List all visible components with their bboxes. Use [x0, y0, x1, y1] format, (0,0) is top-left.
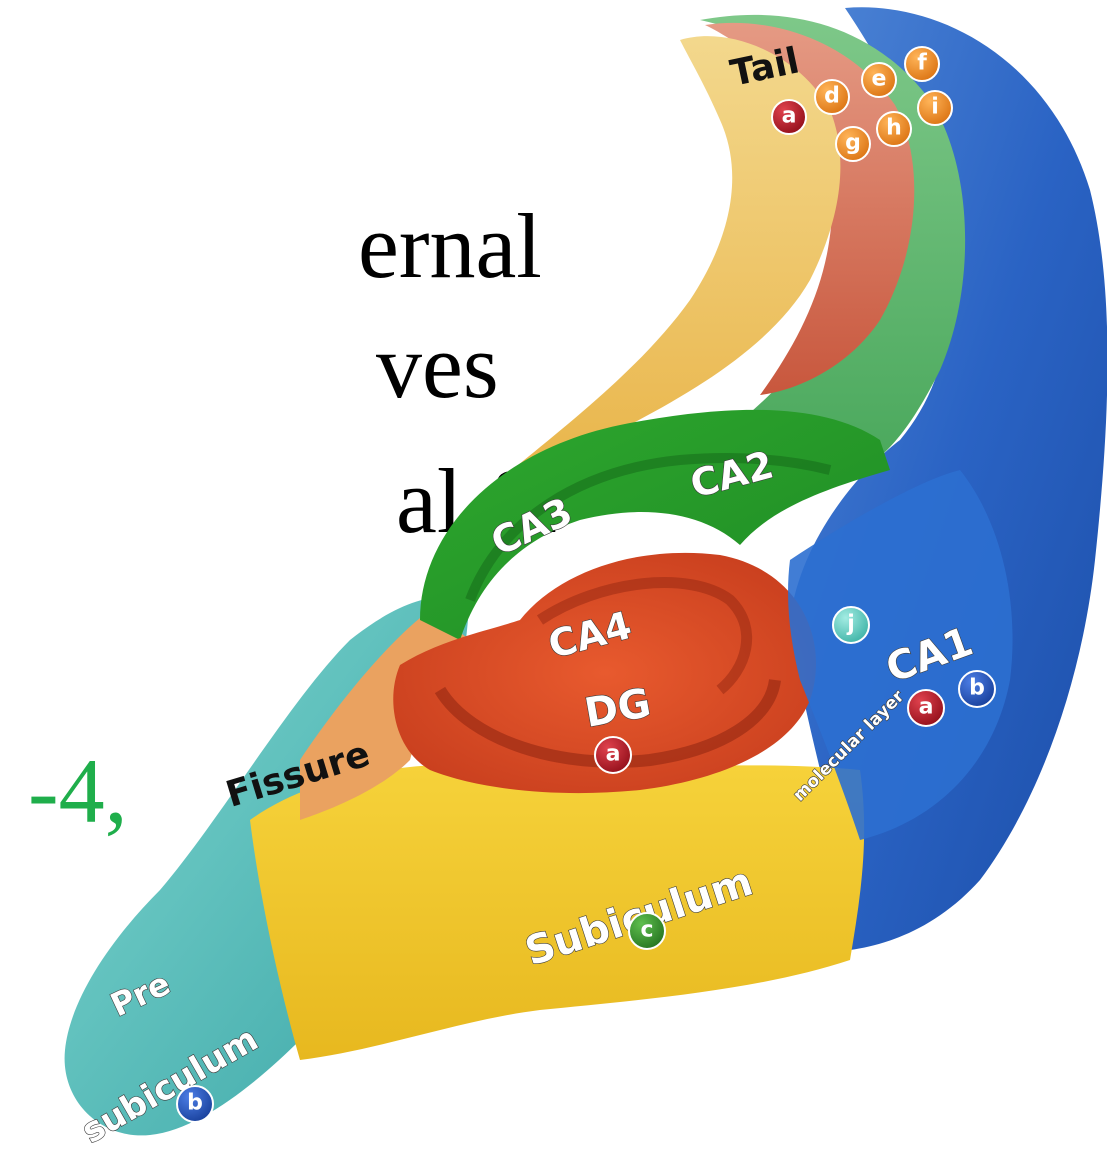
badge-tail-g: g — [836, 127, 870, 161]
badge-tail-e: e — [862, 63, 896, 97]
svg-text:a: a — [919, 695, 934, 720]
svg-text:a: a — [782, 104, 797, 129]
badge-dg-a: a — [595, 737, 631, 773]
svg-text:d: d — [824, 84, 840, 109]
svg-text:e: e — [872, 67, 887, 92]
badge-tail-a: a — [772, 100, 806, 134]
badge-ca1-a: a — [908, 690, 944, 726]
svg-text:f: f — [917, 51, 927, 76]
svg-text:c: c — [640, 918, 653, 943]
svg-text:b: b — [969, 676, 985, 701]
svg-text:g: g — [845, 131, 861, 156]
svg-text:j: j — [846, 612, 855, 637]
badge-presubiculum-b: b — [177, 1086, 213, 1122]
badge-tail-h: h — [877, 112, 911, 146]
svg-text:b: b — [187, 1091, 203, 1116]
badge-tail-i: i — [918, 91, 952, 125]
badge-molecular-j: j — [833, 607, 869, 643]
svg-text:i: i — [931, 95, 939, 120]
subiculum-region — [250, 764, 864, 1060]
svg-text:h: h — [886, 116, 902, 141]
badge-subiculum-c: c — [629, 913, 665, 949]
badge-tail-f: f — [905, 47, 939, 81]
badge-ca1-b: b — [959, 671, 995, 707]
svg-text:a: a — [606, 742, 621, 767]
badge-tail-d: d — [815, 80, 849, 114]
